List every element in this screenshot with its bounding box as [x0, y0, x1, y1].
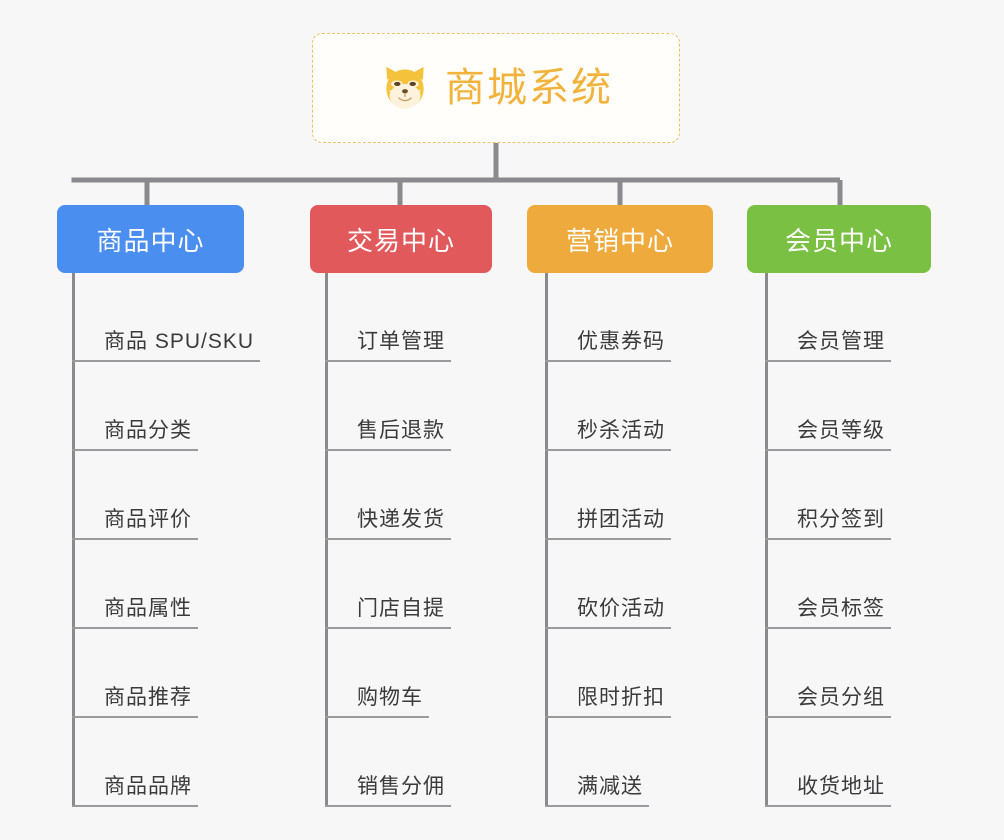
leaf-item[interactable]: 积分签到	[765, 451, 891, 540]
leaf-item-label: 限时折扣	[545, 686, 671, 718]
leaf-item[interactable]: 商品 SPU/SKU	[72, 273, 261, 362]
leaf-item[interactable]: 会员管理	[765, 273, 891, 362]
leaf-item[interactable]: 商品评价	[72, 451, 260, 540]
leaf-column-2: 订单管理售后退款快递发货门店自提购物车销售分佣	[325, 273, 451, 807]
leaf-item-label: 订单管理	[325, 330, 451, 362]
leaf-item-label: 会员标签	[765, 597, 891, 629]
leaf-item[interactable]: 商品属性	[72, 540, 260, 629]
leaf-item[interactable]: 订单管理	[325, 273, 451, 362]
leaf-item-label: 优惠券码	[545, 330, 671, 362]
leaf-item-label: 秒杀活动	[545, 419, 671, 451]
category-box-4[interactable]: 会员中心	[747, 205, 931, 273]
leaf-item[interactable]: 门店自提	[325, 540, 451, 629]
root-title: 商城系统	[445, 66, 613, 110]
leaf-item[interactable]: 优惠券码	[545, 273, 671, 362]
leaf-item[interactable]: 售后退款	[325, 362, 451, 451]
leaf-item[interactable]: 会员分组	[765, 629, 891, 718]
leaf-item-label: 会员管理	[765, 330, 891, 362]
leaf-item-label: 购物车	[325, 686, 429, 718]
leaf-item-label: 售后退款	[325, 419, 451, 451]
leaf-item-label: 商品评价	[72, 508, 198, 540]
leaf-item-label: 砍价活动	[545, 597, 671, 629]
leaf-item-label: 商品分类	[72, 419, 198, 451]
leaf-item[interactable]: 商品推荐	[72, 629, 260, 718]
leaf-item[interactable]: 砍价活动	[545, 540, 671, 629]
leaf-column-4: 会员管理会员等级积分签到会员标签会员分组收货地址	[765, 273, 891, 807]
leaf-item[interactable]: 秒杀活动	[545, 362, 671, 451]
leaf-item[interactable]: 会员等级	[765, 362, 891, 451]
leaf-item-label: 拼团活动	[545, 508, 671, 540]
leaf-item-label: 销售分佣	[325, 775, 451, 807]
leaf-item-label: 商品推荐	[72, 686, 198, 718]
category-label: 交易中心	[346, 225, 455, 256]
category-label: 商品中心	[96, 225, 205, 256]
leaf-item-label: 收货地址	[765, 775, 891, 807]
shiba-dog-face-icon	[379, 62, 431, 114]
leaf-item-label: 会员分组	[765, 686, 891, 718]
leaf-item[interactable]: 商品分类	[72, 362, 260, 451]
root-node[interactable]: 商城系统	[312, 33, 680, 143]
leaf-item[interactable]: 销售分佣	[325, 718, 451, 807]
leaf-item[interactable]: 限时折扣	[545, 629, 671, 718]
leaf-item-label: 满减送	[545, 775, 649, 807]
category-box-3[interactable]: 营销中心	[527, 205, 713, 273]
leaf-item[interactable]: 满减送	[545, 718, 671, 807]
leaf-item-label: 商品属性	[72, 597, 198, 629]
leaf-item-label: 商品品牌	[72, 775, 198, 807]
leaf-column-3: 优惠券码秒杀活动拼团活动砍价活动限时折扣满减送	[545, 273, 671, 807]
leaf-item-label: 会员等级	[765, 419, 891, 451]
leaf-item-label: 商品 SPU/SKU	[72, 330, 261, 362]
category-box-1[interactable]: 商品中心	[57, 205, 244, 273]
leaf-item[interactable]: 购物车	[325, 629, 451, 718]
leaf-item-label: 门店自提	[325, 597, 451, 629]
category-box-2[interactable]: 交易中心	[310, 205, 492, 273]
leaf-item[interactable]: 收货地址	[765, 718, 891, 807]
leaf-column-1: 商品 SPU/SKU 商品分类商品评价商品属性商品推荐商品品牌	[72, 273, 261, 807]
category-label: 营销中心	[565, 225, 674, 256]
leaf-item[interactable]: 商品品牌	[72, 718, 260, 807]
leaf-item-label: 积分签到	[765, 508, 891, 540]
leaf-item-label: 快递发货	[325, 508, 451, 540]
leaf-item[interactable]: 拼团活动	[545, 451, 671, 540]
leaf-item[interactable]: 快递发货	[325, 451, 451, 540]
category-label: 会员中心	[784, 225, 893, 256]
leaf-item[interactable]: 会员标签	[765, 540, 891, 629]
